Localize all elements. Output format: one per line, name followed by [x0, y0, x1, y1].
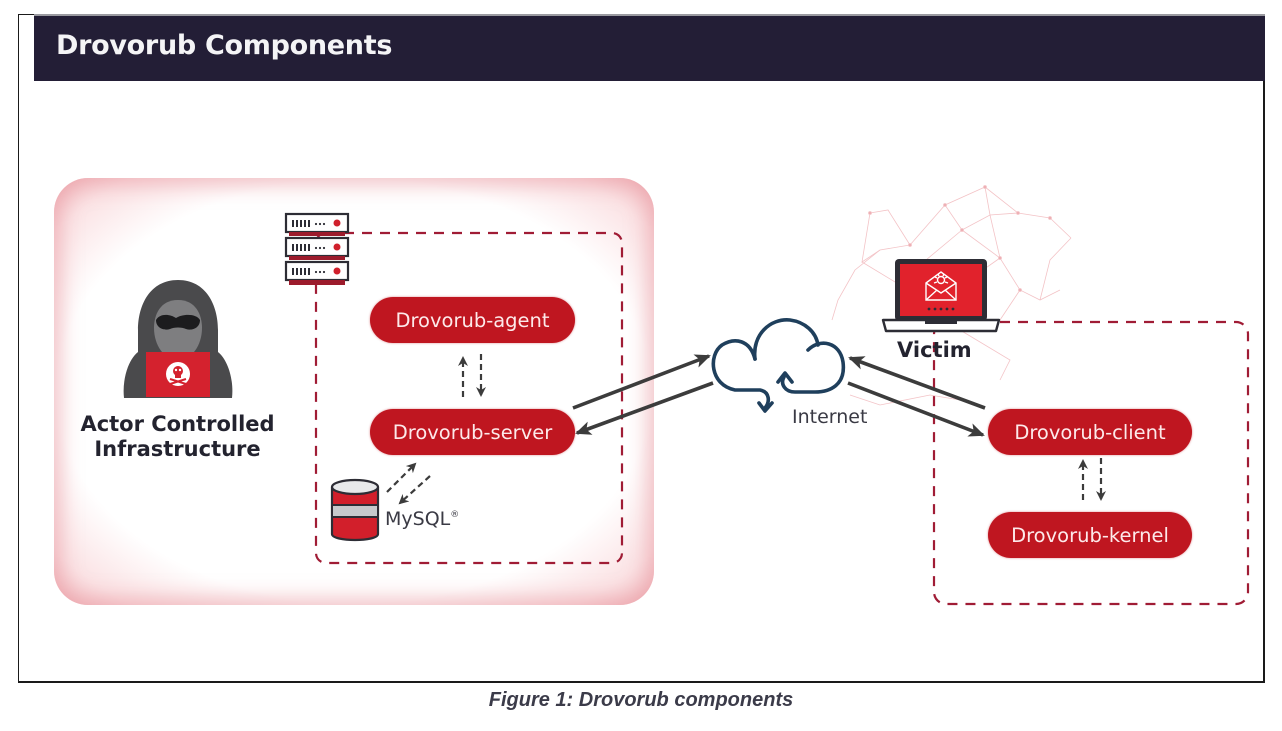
drovorub-client-node: Drovorub-client — [988, 409, 1192, 455]
actor-infrastructure-zone — [54, 178, 654, 605]
figure-title: Drovorub Components — [56, 30, 393, 61]
actor-label-line1: Actor Controlled — [80, 412, 275, 436]
internet-label: Internet — [792, 406, 868, 428]
victim-label: Victim — [897, 338, 972, 362]
mysql-label: MySQL® — [385, 508, 459, 530]
drovorub-kernel-node: Drovorub-kernel — [988, 512, 1192, 558]
actor-infrastructure-label: Actor Controlled Infrastructure — [60, 412, 295, 462]
registered-mark: ® — [450, 510, 460, 520]
mysql-text: MySQL — [385, 508, 451, 530]
actor-label-line2: Infrastructure — [94, 437, 261, 461]
figure-caption: Figure 1: Drovorub components — [488, 689, 794, 711]
drovorub-agent-node: Drovorub-agent — [370, 297, 575, 343]
drovorub-server-node: Drovorub-server — [370, 409, 575, 455]
figure-header: Drovorub Components — [34, 14, 1265, 81]
